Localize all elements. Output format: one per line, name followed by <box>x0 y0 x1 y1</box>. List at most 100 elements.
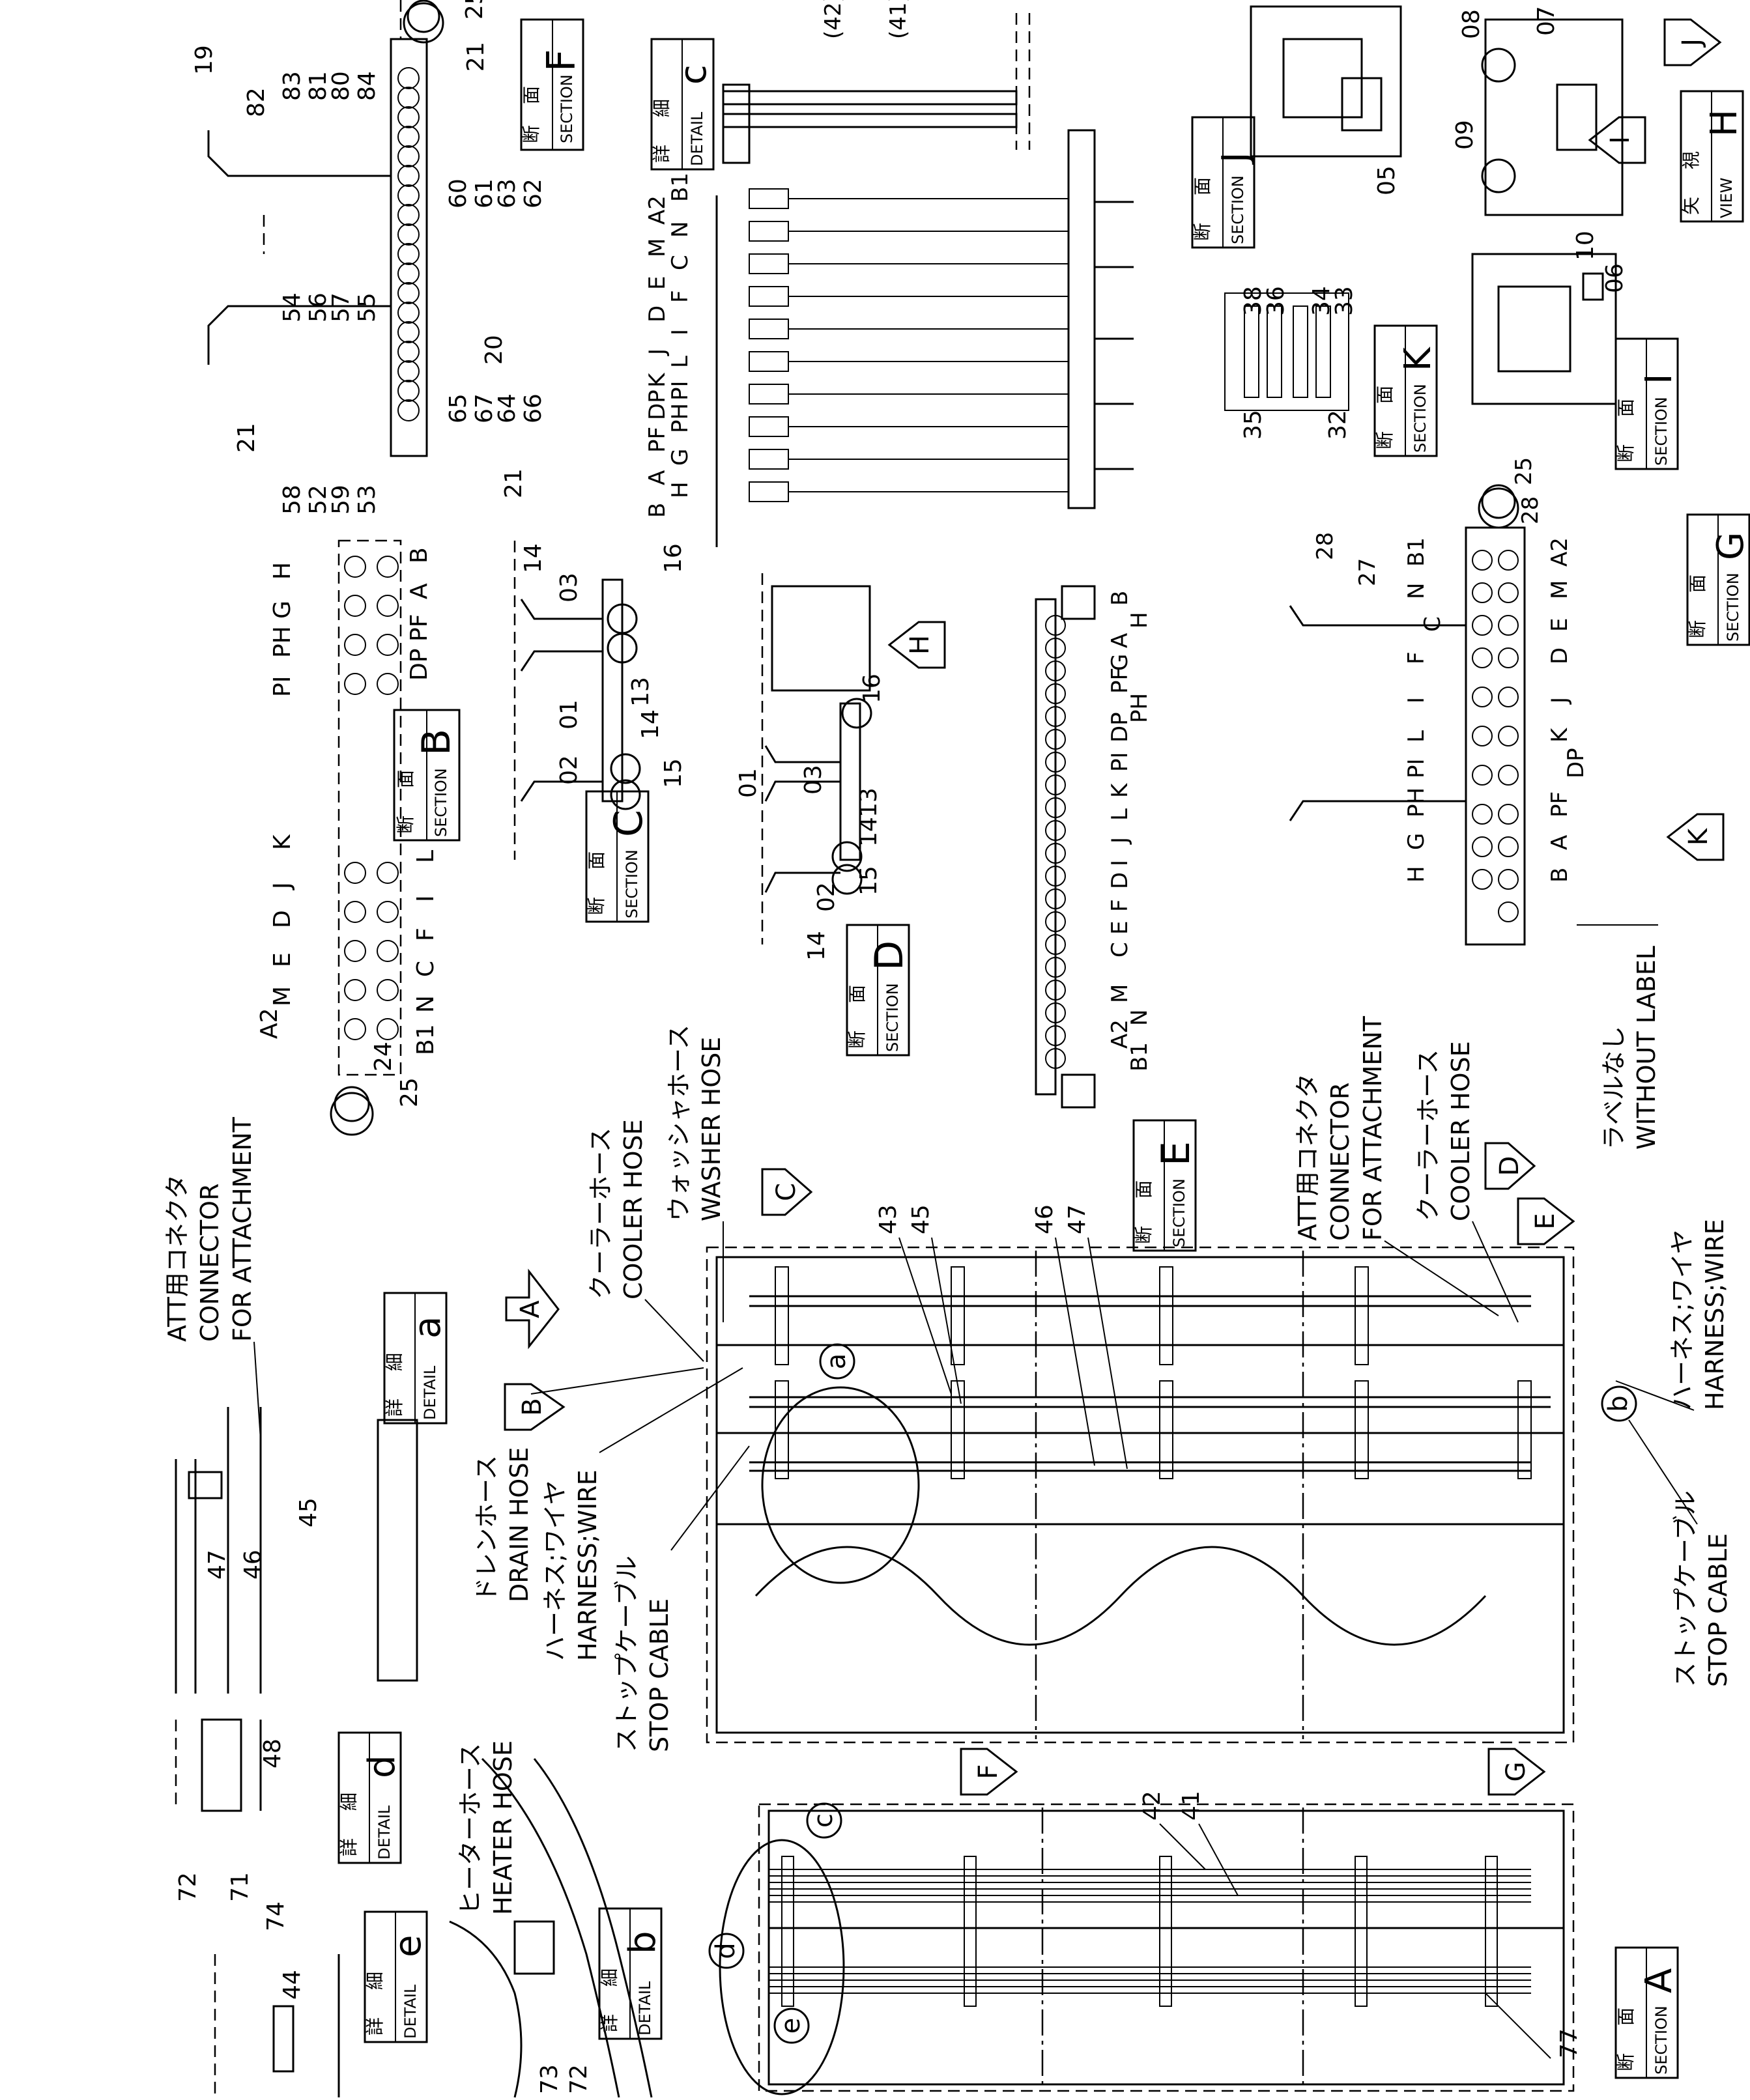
svg-text:54: 54 <box>279 292 306 322</box>
svg-text:断: 断 <box>521 125 542 143</box>
view-arrow-e[interactable]: E <box>1517 1197 1575 1245</box>
svg-text:ウォッシャホース: ウォッシャホース <box>665 1025 693 1221</box>
svg-text:HARNESS;WIRE: HARNESS;WIRE <box>573 1469 602 1661</box>
svg-text:66: 66 <box>520 393 547 423</box>
svg-text:PH: PH <box>1403 788 1429 817</box>
detail-circle-a[interactable]: a <box>819 1343 855 1380</box>
svg-text:STOP CABLE: STOP CABLE <box>1704 1533 1732 1687</box>
svg-text:面: 面 <box>1374 386 1396 404</box>
svg-text:E: E <box>269 952 296 967</box>
svg-text:細: 細 <box>651 99 672 117</box>
svg-text:c: c <box>809 1813 839 1828</box>
detail-circle-e[interactable]: e <box>773 2008 810 2044</box>
svg-text:J: J <box>1547 697 1573 705</box>
svg-text:36: 36 <box>1263 286 1289 316</box>
svg-text:詳: 詳 <box>364 2017 386 2036</box>
callout-stop-cable-right: ストップケーブル STOP CABLE <box>1671 1490 1732 1687</box>
top-right-part-numbers: 05 09 08 07 10 06 38 36 34 33 35 32 <box>1240 6 1628 440</box>
view-arrow-b[interactable]: B <box>504 1383 566 1431</box>
detail-e-label: 詳 細 DETAIL e <box>364 1910 429 2043</box>
svg-text:I: I <box>1605 136 1635 144</box>
view-arrow-i[interactable]: I <box>1588 116 1646 164</box>
svg-text:55: 55 <box>354 292 380 322</box>
view-arrow-a[interactable]: A <box>505 1268 560 1350</box>
svg-text:D: D <box>644 305 670 322</box>
svg-text:E: E <box>1530 1213 1560 1229</box>
svg-text:L: L <box>1107 808 1133 821</box>
svg-text:67: 67 <box>471 393 498 423</box>
svg-text:クーラーホース: クーラーホース <box>586 1128 615 1299</box>
detail-circle-d[interactable]: d <box>708 1933 745 1969</box>
section-g-drawing <box>1289 484 1526 946</box>
svg-text:02: 02 <box>813 882 840 912</box>
svg-text:N: N <box>412 995 439 1013</box>
view-arrow-d[interactable]: D <box>1484 1142 1536 1190</box>
detail-c-label: 詳 細 DETAIL c <box>650 38 715 171</box>
svg-text:01: 01 <box>735 768 762 798</box>
view-arrow-f[interactable]: F <box>960 1748 1018 1796</box>
svg-text:G: G <box>1403 833 1429 850</box>
svg-text:細: 細 <box>338 1793 360 1811</box>
callout-harness-wire-right: ハーネス;ワイヤ HARNESS;WIRE <box>1668 1219 1729 1410</box>
svg-text:詳: 詳 <box>599 2014 620 2032</box>
svg-text:13: 13 <box>855 788 882 817</box>
svg-text:53: 53 <box>354 485 380 515</box>
svg-text:M: M <box>269 986 296 1006</box>
svg-text:e: e <box>776 2018 806 2034</box>
svg-text:21: 21 <box>233 423 260 453</box>
svg-text:A2: A2 <box>1547 537 1573 567</box>
svg-text:PI: PI <box>1107 752 1133 772</box>
detail-a-part-numbers: 47 46 45 <box>204 1497 322 1580</box>
svg-text:24: 24 <box>370 1042 397 1071</box>
svg-text:面: 面 <box>521 86 542 104</box>
svg-text:面: 面 <box>1133 1180 1155 1199</box>
svg-text:断: 断 <box>1615 2053 1637 2071</box>
view-arrow-h[interactable]: H <box>887 621 946 669</box>
svg-text:H: H <box>269 562 296 580</box>
svg-text:N: N <box>667 221 693 238</box>
detail-circle-b[interactable]: b <box>1601 1385 1637 1422</box>
svg-text:CONNECTOR: CONNECTOR <box>195 1184 224 1342</box>
svg-text:25: 25 <box>461 0 488 20</box>
svg-text:PH: PH <box>1126 693 1153 723</box>
view-arrow-c[interactable]: C <box>761 1168 813 1216</box>
svg-text:B: B <box>644 503 670 518</box>
svg-text:PH: PH <box>667 403 693 433</box>
view-arrow-k[interactable]: K <box>1666 813 1725 861</box>
svg-text:面: 面 <box>1615 2008 1637 2026</box>
svg-text:71: 71 <box>227 1872 253 1902</box>
svg-text:72: 72 <box>566 2064 592 2094</box>
svg-text:断: 断 <box>1374 431 1396 449</box>
svg-text:65: 65 <box>445 393 472 423</box>
section-c-label: 断 面 SECTION C <box>585 790 652 923</box>
section-c-part-numbers: 14 03 16 01 13 14 02 15 <box>520 543 687 788</box>
section-j-drawing <box>1250 5 1402 158</box>
svg-text:B1: B1 <box>412 1024 439 1055</box>
svg-text:(41): (41) <box>885 0 911 39</box>
view-arrow-j[interactable]: J <box>1663 18 1722 66</box>
svg-text:46: 46 <box>1031 1204 1058 1234</box>
svg-text:M: M <box>1107 984 1133 1003</box>
svg-text:ハーネス;ワイヤ: ハーネス;ワイヤ <box>541 1480 569 1661</box>
svg-text:ラベルなし: ラベルなし <box>1599 1026 1628 1150</box>
svg-text:SECTION: SECTION <box>432 768 450 837</box>
callout-att-connector-left: ATT用コネクタ CONNECTOR FOR ATTACHMENT <box>163 1116 257 1342</box>
svg-text:B1: B1 <box>1403 537 1429 567</box>
svg-text:J: J <box>644 348 670 356</box>
svg-text:14: 14 <box>637 709 664 739</box>
detail-circle-c[interactable]: c <box>806 1802 842 1839</box>
svg-text:H: H <box>1703 109 1745 137</box>
svg-text:断: 断 <box>586 897 607 915</box>
callout-stop-cable-left: ストップケーブル STOP CABLE <box>612 1555 674 1752</box>
svg-text:21: 21 <box>500 468 527 498</box>
svg-text:01: 01 <box>556 700 582 730</box>
svg-text:DETAIL: DETAIL <box>375 1805 394 1860</box>
svg-text:14: 14 <box>520 543 547 573</box>
svg-text:14: 14 <box>803 931 830 961</box>
view-arrow-g[interactable]: G <box>1487 1748 1546 1796</box>
svg-text:16: 16 <box>660 543 687 573</box>
section-i-drawing <box>1471 253 1617 405</box>
svg-text:(42): (42) <box>820 0 846 39</box>
svg-text:13: 13 <box>627 677 654 707</box>
